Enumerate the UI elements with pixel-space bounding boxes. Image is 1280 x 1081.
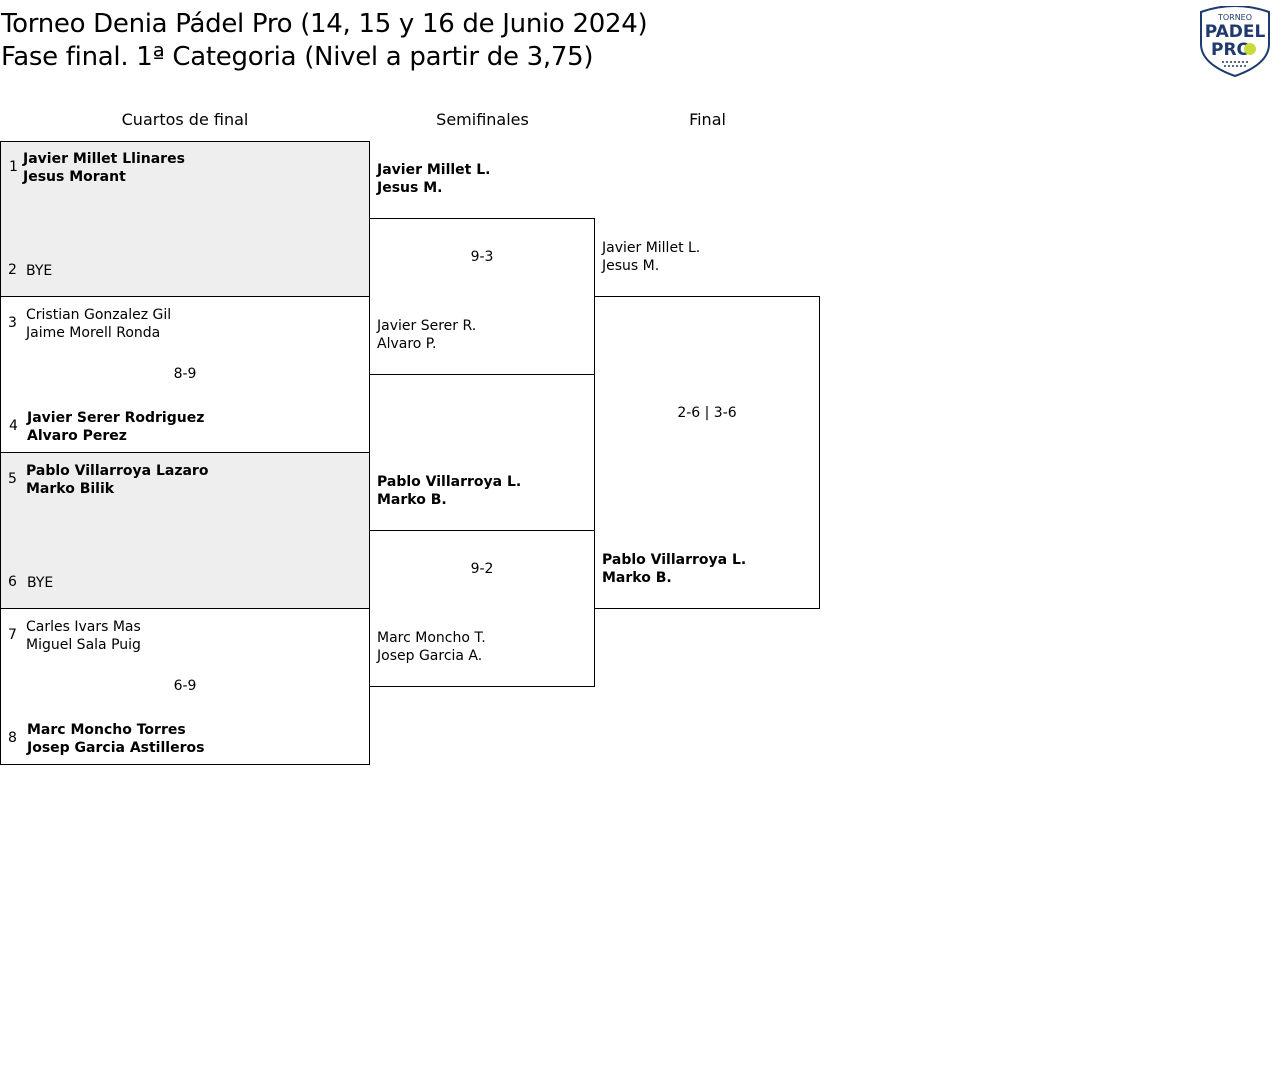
logo-line2: PRO <box>1211 40 1251 60</box>
player-name: Pablo Villarroya L. <box>602 552 747 568</box>
player-name: Pablo Villarroya L. <box>377 474 522 490</box>
seed-number: 7 <box>8 627 17 643</box>
team-names: BYE <box>26 262 52 280</box>
final-match: 2-6 | 3-6 Pablo Villarroya L. Marko B. <box>594 296 820 609</box>
player-name: Cristian Gonzalez Gil <box>26 307 172 323</box>
match-score: 8-9 <box>173 366 197 382</box>
player-name: Alvaro P. <box>377 336 437 352</box>
round-header-quarterfinals: Cuartos de final <box>121 110 249 129</box>
player-name: Carles Ivars Mas <box>26 619 141 635</box>
ball-icon <box>1244 43 1256 55</box>
player-name: Jesus Morant <box>23 169 126 185</box>
match-score: 9-3 <box>470 249 494 265</box>
player-name: Marko B. <box>377 492 447 508</box>
quarterfinal-match-4: 7 Carles Ivars Mas Miguel Sala Puig 6-9 … <box>0 608 370 765</box>
logo-line1: PADEL <box>1205 22 1266 42</box>
team-names: Cristian Gonzalez Gil Jaime Morell Ronda <box>26 306 171 342</box>
player-name: BYE <box>27 575 54 591</box>
round-header-final: Final <box>689 110 726 129</box>
player-name: Marc Moncho T. <box>377 630 486 646</box>
player-name: BYE <box>26 263 53 279</box>
semifinal-match-2: 9-2 Marc Moncho T. Josep Garcia A. <box>369 530 595 687</box>
player-name: Marko B. <box>602 570 672 586</box>
seed-number: 3 <box>8 315 17 331</box>
player-name: Marc Moncho Torres <box>27 722 186 738</box>
semifinal-match-1: 9-3 Javier Serer R. Alvaro P. <box>369 218 595 375</box>
player-name: Javier Millet L. <box>377 162 491 178</box>
seed-number: 8 <box>8 730 17 746</box>
player-name: Javier Millet L. <box>602 240 701 256</box>
seed-number: 5 <box>8 471 17 487</box>
final-team: Pablo Villarroya L. Marko B. <box>602 551 746 587</box>
semifinal-team: Marc Moncho T. Josep Garcia A. <box>377 629 486 665</box>
seed-number: 6 <box>8 574 17 590</box>
match-score: 2-6 | 3-6 <box>677 405 737 421</box>
player-name: Javier Serer Rodriguez <box>27 410 205 426</box>
player-name: Jesus M. <box>377 180 443 196</box>
final-team: Javier Millet L. Jesus M. <box>602 239 700 275</box>
player-name: Marko Bilik <box>26 481 115 497</box>
seed-number: 1 <box>9 159 18 175</box>
quarterfinal-match-1: 1 Javier Millet Llinares Jesus Morant 2 … <box>0 141 370 297</box>
player-name: Miguel Sala Puig <box>26 637 141 653</box>
team-names: BYE <box>27 574 53 592</box>
category-subtitle: Fase final. 1ª Categoria (Nivel a partir… <box>1 42 594 72</box>
quarterfinal-match-3: 5 Pablo Villarroya Lazaro Marko Bilik 6 … <box>0 452 370 609</box>
player-name: Javier Millet Llinares <box>23 151 185 167</box>
team-names: Marc Moncho Torres Josep Garcia Astiller… <box>27 721 204 757</box>
team-names: Javier Millet Llinares Jesus Morant <box>23 150 185 186</box>
player-name: Pablo Villarroya Lazaro <box>26 463 209 479</box>
player-name: Jesus M. <box>602 258 660 274</box>
match-score: 9-2 <box>470 561 494 577</box>
player-name: Josep Garcia Astilleros <box>27 740 205 756</box>
tournament-title: Torneo Denia Pádel Pro (14, 15 y 16 de J… <box>1 9 648 39</box>
seed-number: 4 <box>9 418 18 434</box>
player-name: Josep Garcia A. <box>377 648 483 664</box>
logo-top-text: TORNEO <box>1217 13 1252 22</box>
team-names: Pablo Villarroya Lazaro Marko Bilik <box>26 462 208 498</box>
padel-pro-logo: TORNEO PADEL PRO <box>1200 6 1270 78</box>
semifinal-team: Javier Serer R. Alvaro P. <box>377 317 476 353</box>
player-name: Jaime Morell Ronda <box>26 325 161 341</box>
round-header-semifinals: Semifinales <box>436 110 529 129</box>
match-score: 6-9 <box>173 678 197 694</box>
player-name: Alvaro Perez <box>27 428 127 444</box>
team-names: Javier Serer Rodriguez Alvaro Perez <box>27 409 204 445</box>
quarterfinal-match-2: 3 Cristian Gonzalez Gil Jaime Morell Ron… <box>0 296 370 453</box>
seed-number: 2 <box>8 262 17 278</box>
semifinal-team: Javier Millet L. Jesus M. <box>377 161 490 197</box>
semifinal-team: Pablo Villarroya L. Marko B. <box>377 473 521 509</box>
team-names: Carles Ivars Mas Miguel Sala Puig <box>26 618 141 654</box>
player-name: Javier Serer R. <box>377 318 477 334</box>
racket-dots-icon <box>1222 61 1248 67</box>
